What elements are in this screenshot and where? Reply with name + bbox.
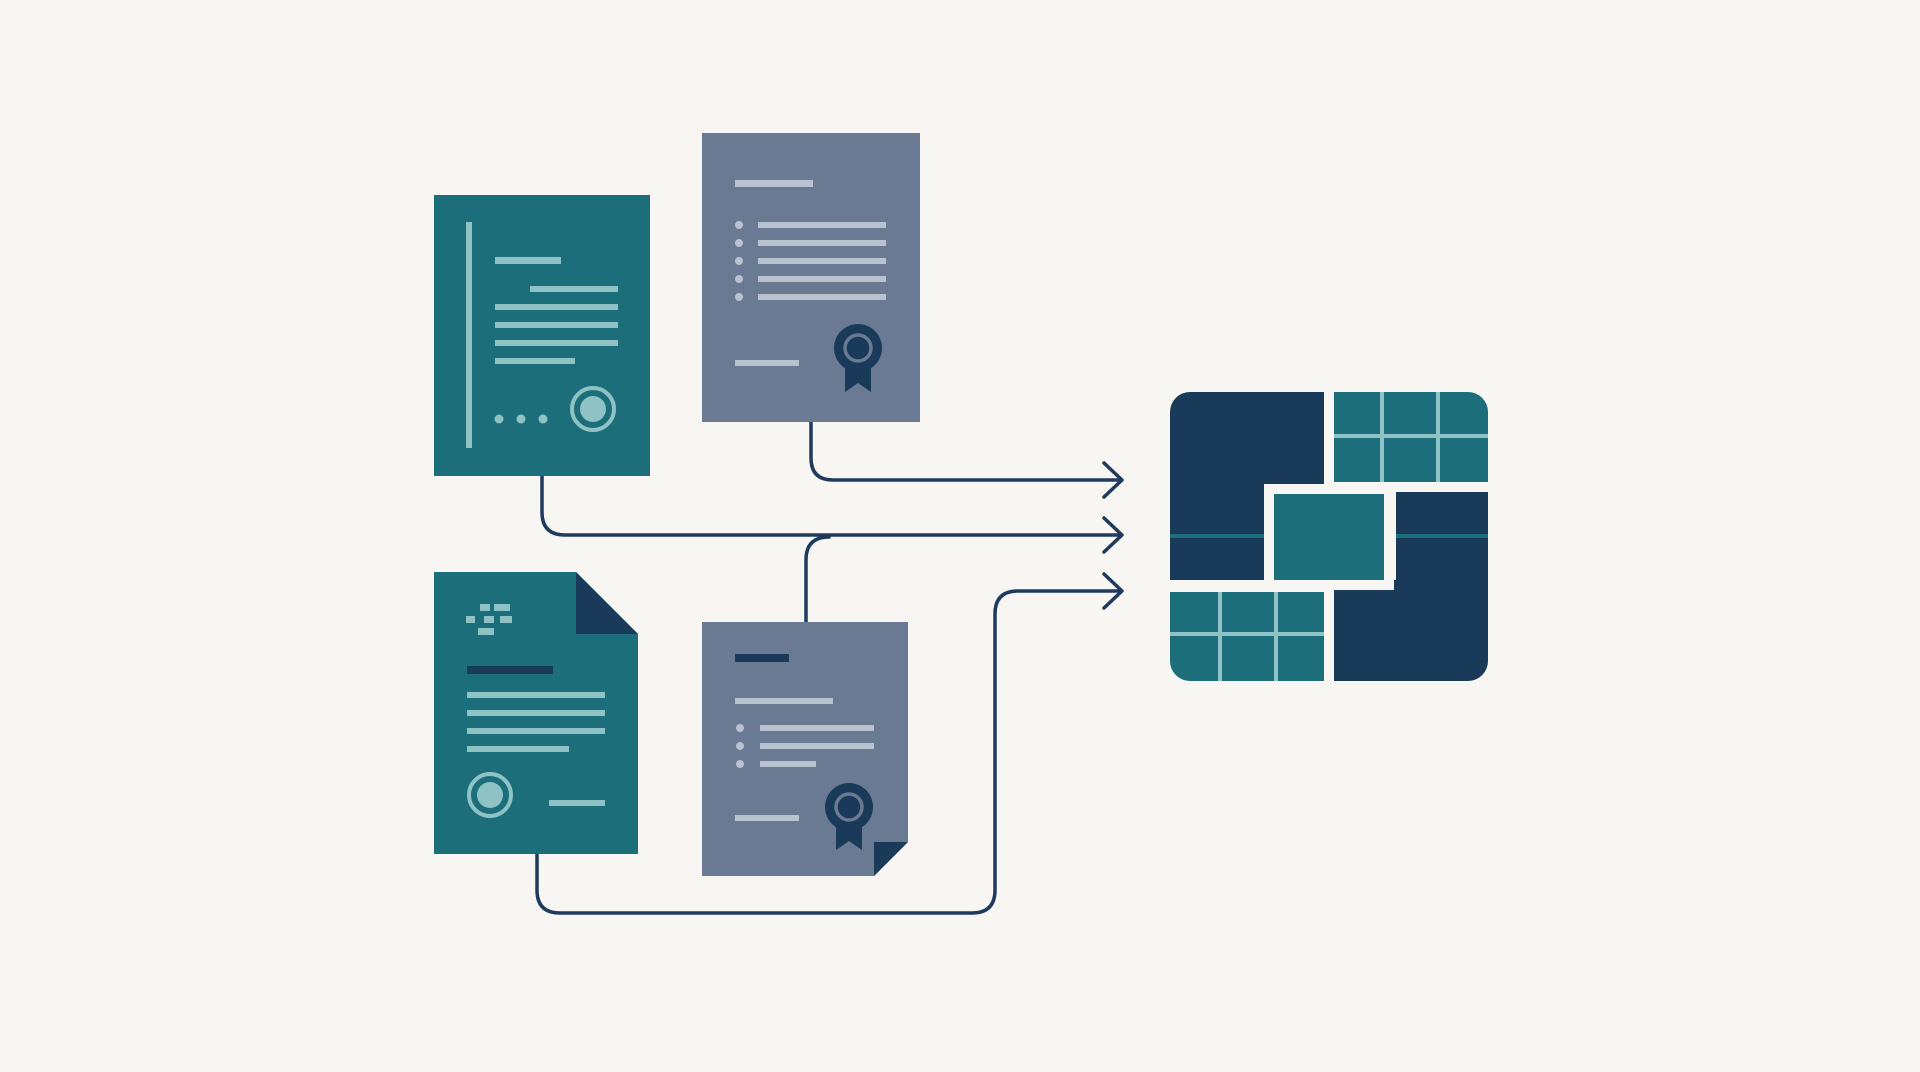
award-certificate-document-icon	[702, 622, 908, 876]
arrow-right-icon	[1102, 572, 1124, 610]
connector-doc4-to-grid	[804, 535, 831, 624]
connectors	[535, 420, 1124, 915]
seal-icon	[467, 772, 513, 818]
award-certificate-document-icon	[702, 133, 920, 422]
folded-corner-document-icon	[434, 572, 638, 854]
certificate-document-icon	[434, 195, 650, 476]
arrow-right-icon	[1102, 516, 1124, 554]
qr-icon	[466, 604, 512, 635]
seal-icon	[570, 386, 616, 432]
grid-dashboard-icon	[1170, 392, 1488, 681]
connector-doc2-to-grid	[809, 420, 1120, 482]
ribbon-badge-icon	[825, 783, 873, 850]
ribbon-badge-icon	[834, 324, 882, 392]
connector-doc3-to-grid	[535, 589, 1120, 915]
arrow-right-icon	[1102, 461, 1124, 499]
connector-doc1-to-grid	[540, 474, 1120, 537]
